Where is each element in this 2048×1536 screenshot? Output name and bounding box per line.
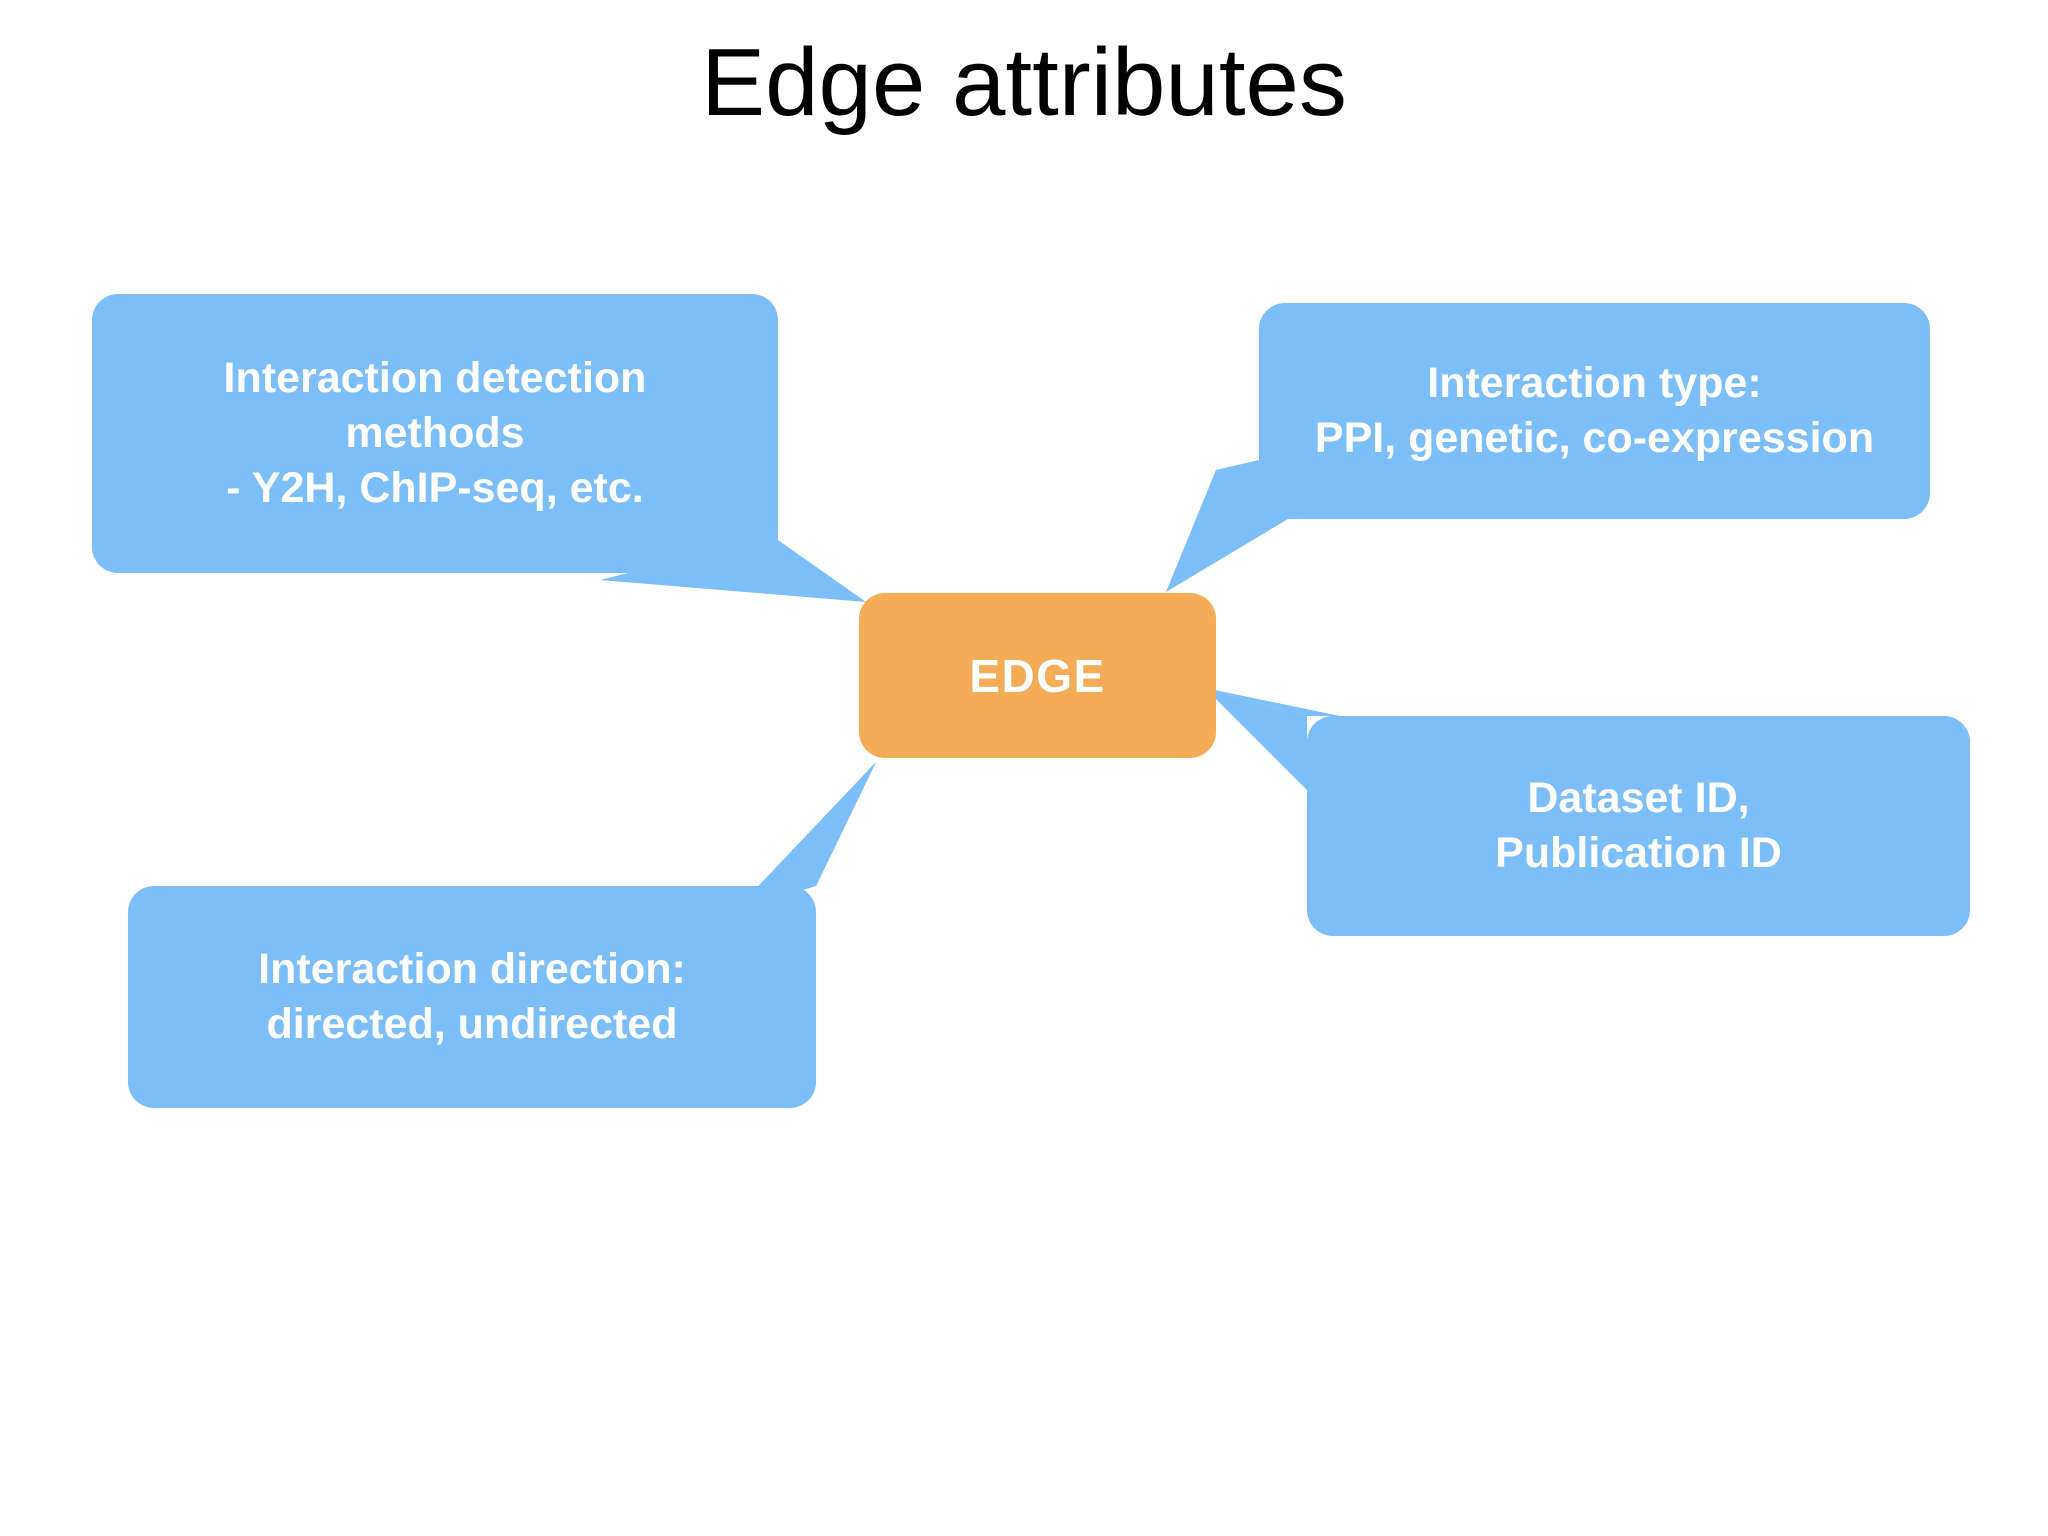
tail-interaction-type-wedge (1166, 460, 1280, 592)
center-node-edge[interactable]: EDGE (859, 593, 1216, 758)
callout-interaction-type-label: Interaction type: PPI, genetic, co-expre… (1314, 358, 1875, 462)
tail-dataset-publication (1205, 688, 1307, 790)
callout-detection-methods-label: Interaction detection methods - Y2H, ChI… (223, 353, 647, 513)
callout-dataset-publication[interactable]: Dataset ID, Publication ID (1307, 716, 1970, 936)
center-node-edge-label: EDGE (969, 649, 1106, 702)
callout-detection-methods[interactable]: Interaction detection methods - Y2H, ChI… (92, 294, 778, 573)
callout-interaction-type[interactable]: Interaction type: PPI, genetic, co-expre… (1259, 303, 1930, 519)
callout-interaction-direction[interactable]: Interaction direction: directed, undirec… (128, 886, 816, 1108)
callout-dataset-publication-label: Dataset ID, Publication ID (1495, 773, 1782, 877)
tail-dataset-publication-wedge (1205, 688, 1340, 716)
tail-interaction-direction-wedge (745, 762, 876, 900)
page-title: Edge attributes (701, 29, 1347, 136)
callout-interaction-direction-label: Interaction direction: directed, undirec… (258, 944, 686, 1048)
